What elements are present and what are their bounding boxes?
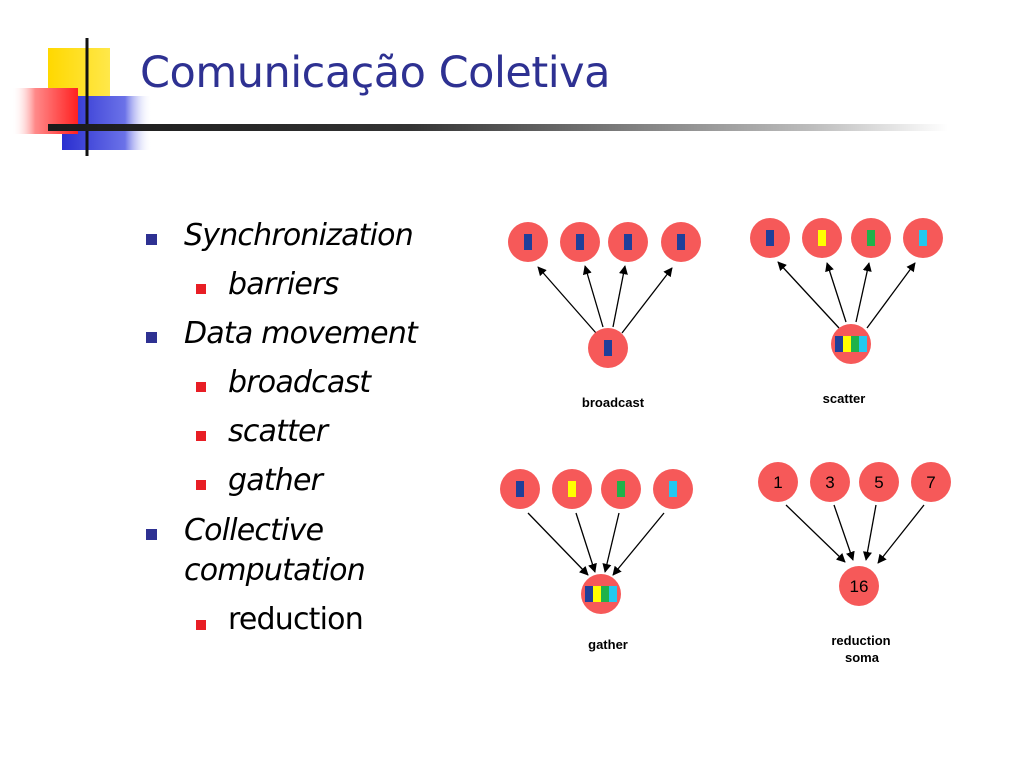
scatter-label: scatter	[823, 391, 866, 406]
reduction-label: reduction	[831, 633, 890, 648]
sub-bullet-marker	[196, 382, 206, 392]
scatter-diagram: scatter	[750, 218, 943, 406]
broadcast-label: broadcast	[582, 395, 645, 410]
scatter-node	[750, 218, 790, 258]
reduction-input-node: 7	[911, 462, 951, 502]
sub-bullet-reduction: reduction	[228, 602, 364, 637]
broadcast-arrows	[537, 265, 673, 334]
reduction-input-node: 5	[859, 462, 899, 502]
sub-bullet-marker	[196, 620, 206, 630]
bullet-list: Synchronization barriers Data movement b…	[0, 0, 480, 700]
scatter-node	[802, 218, 842, 258]
reduction-input-node: 3	[810, 462, 850, 502]
sub-bullet-barriers: barriers	[228, 267, 339, 302]
sub-bullet-scatter: scatter	[228, 414, 328, 449]
title-underline	[48, 124, 948, 131]
broadcast-node	[560, 222, 600, 262]
corner-decoration	[12, 38, 152, 156]
sub-bullet-broadcast: broadcast	[228, 365, 371, 400]
gather-node	[552, 469, 592, 509]
gather-node	[601, 469, 641, 509]
bullet-marker	[146, 332, 157, 343]
sub-bullet-marker	[196, 284, 206, 294]
gather-root-node	[581, 574, 621, 614]
sub-bullet-marker	[196, 431, 206, 441]
bullet-marker	[146, 234, 157, 245]
svg-text:16: 16	[850, 577, 869, 596]
svg-text:3: 3	[825, 473, 834, 492]
scatter-node	[851, 218, 891, 258]
bullet-marker	[146, 529, 157, 540]
svg-text:7: 7	[926, 473, 935, 492]
gather-arrows	[527, 512, 665, 576]
bullet-data-movement: Data movement	[184, 316, 418, 351]
broadcast-node	[608, 222, 648, 262]
broadcast-diagram: broadcast	[508, 222, 701, 410]
gather-node	[653, 469, 693, 509]
gather-node	[500, 469, 540, 509]
scatter-arrows	[777, 261, 916, 329]
sub-bullet-gather: gather	[228, 463, 323, 498]
scatter-root-node	[831, 324, 871, 364]
bullet-collective-line1: Collective	[184, 513, 324, 548]
bullet-synchronization: Synchronization	[184, 218, 414, 253]
broadcast-root-node	[588, 328, 628, 368]
broadcast-node	[508, 222, 548, 262]
reduction-arrows	[785, 504, 925, 564]
gather-diagram: gather	[500, 469, 693, 652]
svg-text:5: 5	[874, 473, 883, 492]
bullet-collective-line2: computation	[184, 553, 366, 588]
sub-bullet-marker	[196, 480, 206, 490]
gather-label: gather	[588, 637, 628, 652]
reduction-result-node: 16	[839, 566, 879, 606]
scatter-node	[903, 218, 943, 258]
reduction-diagram: 1 3 5 7 16 reduction soma	[758, 462, 951, 665]
slide-title: Comunicação Coletiva	[140, 48, 610, 98]
broadcast-node	[661, 222, 701, 262]
reduction-input-node: 1	[758, 462, 798, 502]
svg-text:1: 1	[773, 473, 782, 492]
reduction-sublabel: soma	[845, 650, 880, 665]
